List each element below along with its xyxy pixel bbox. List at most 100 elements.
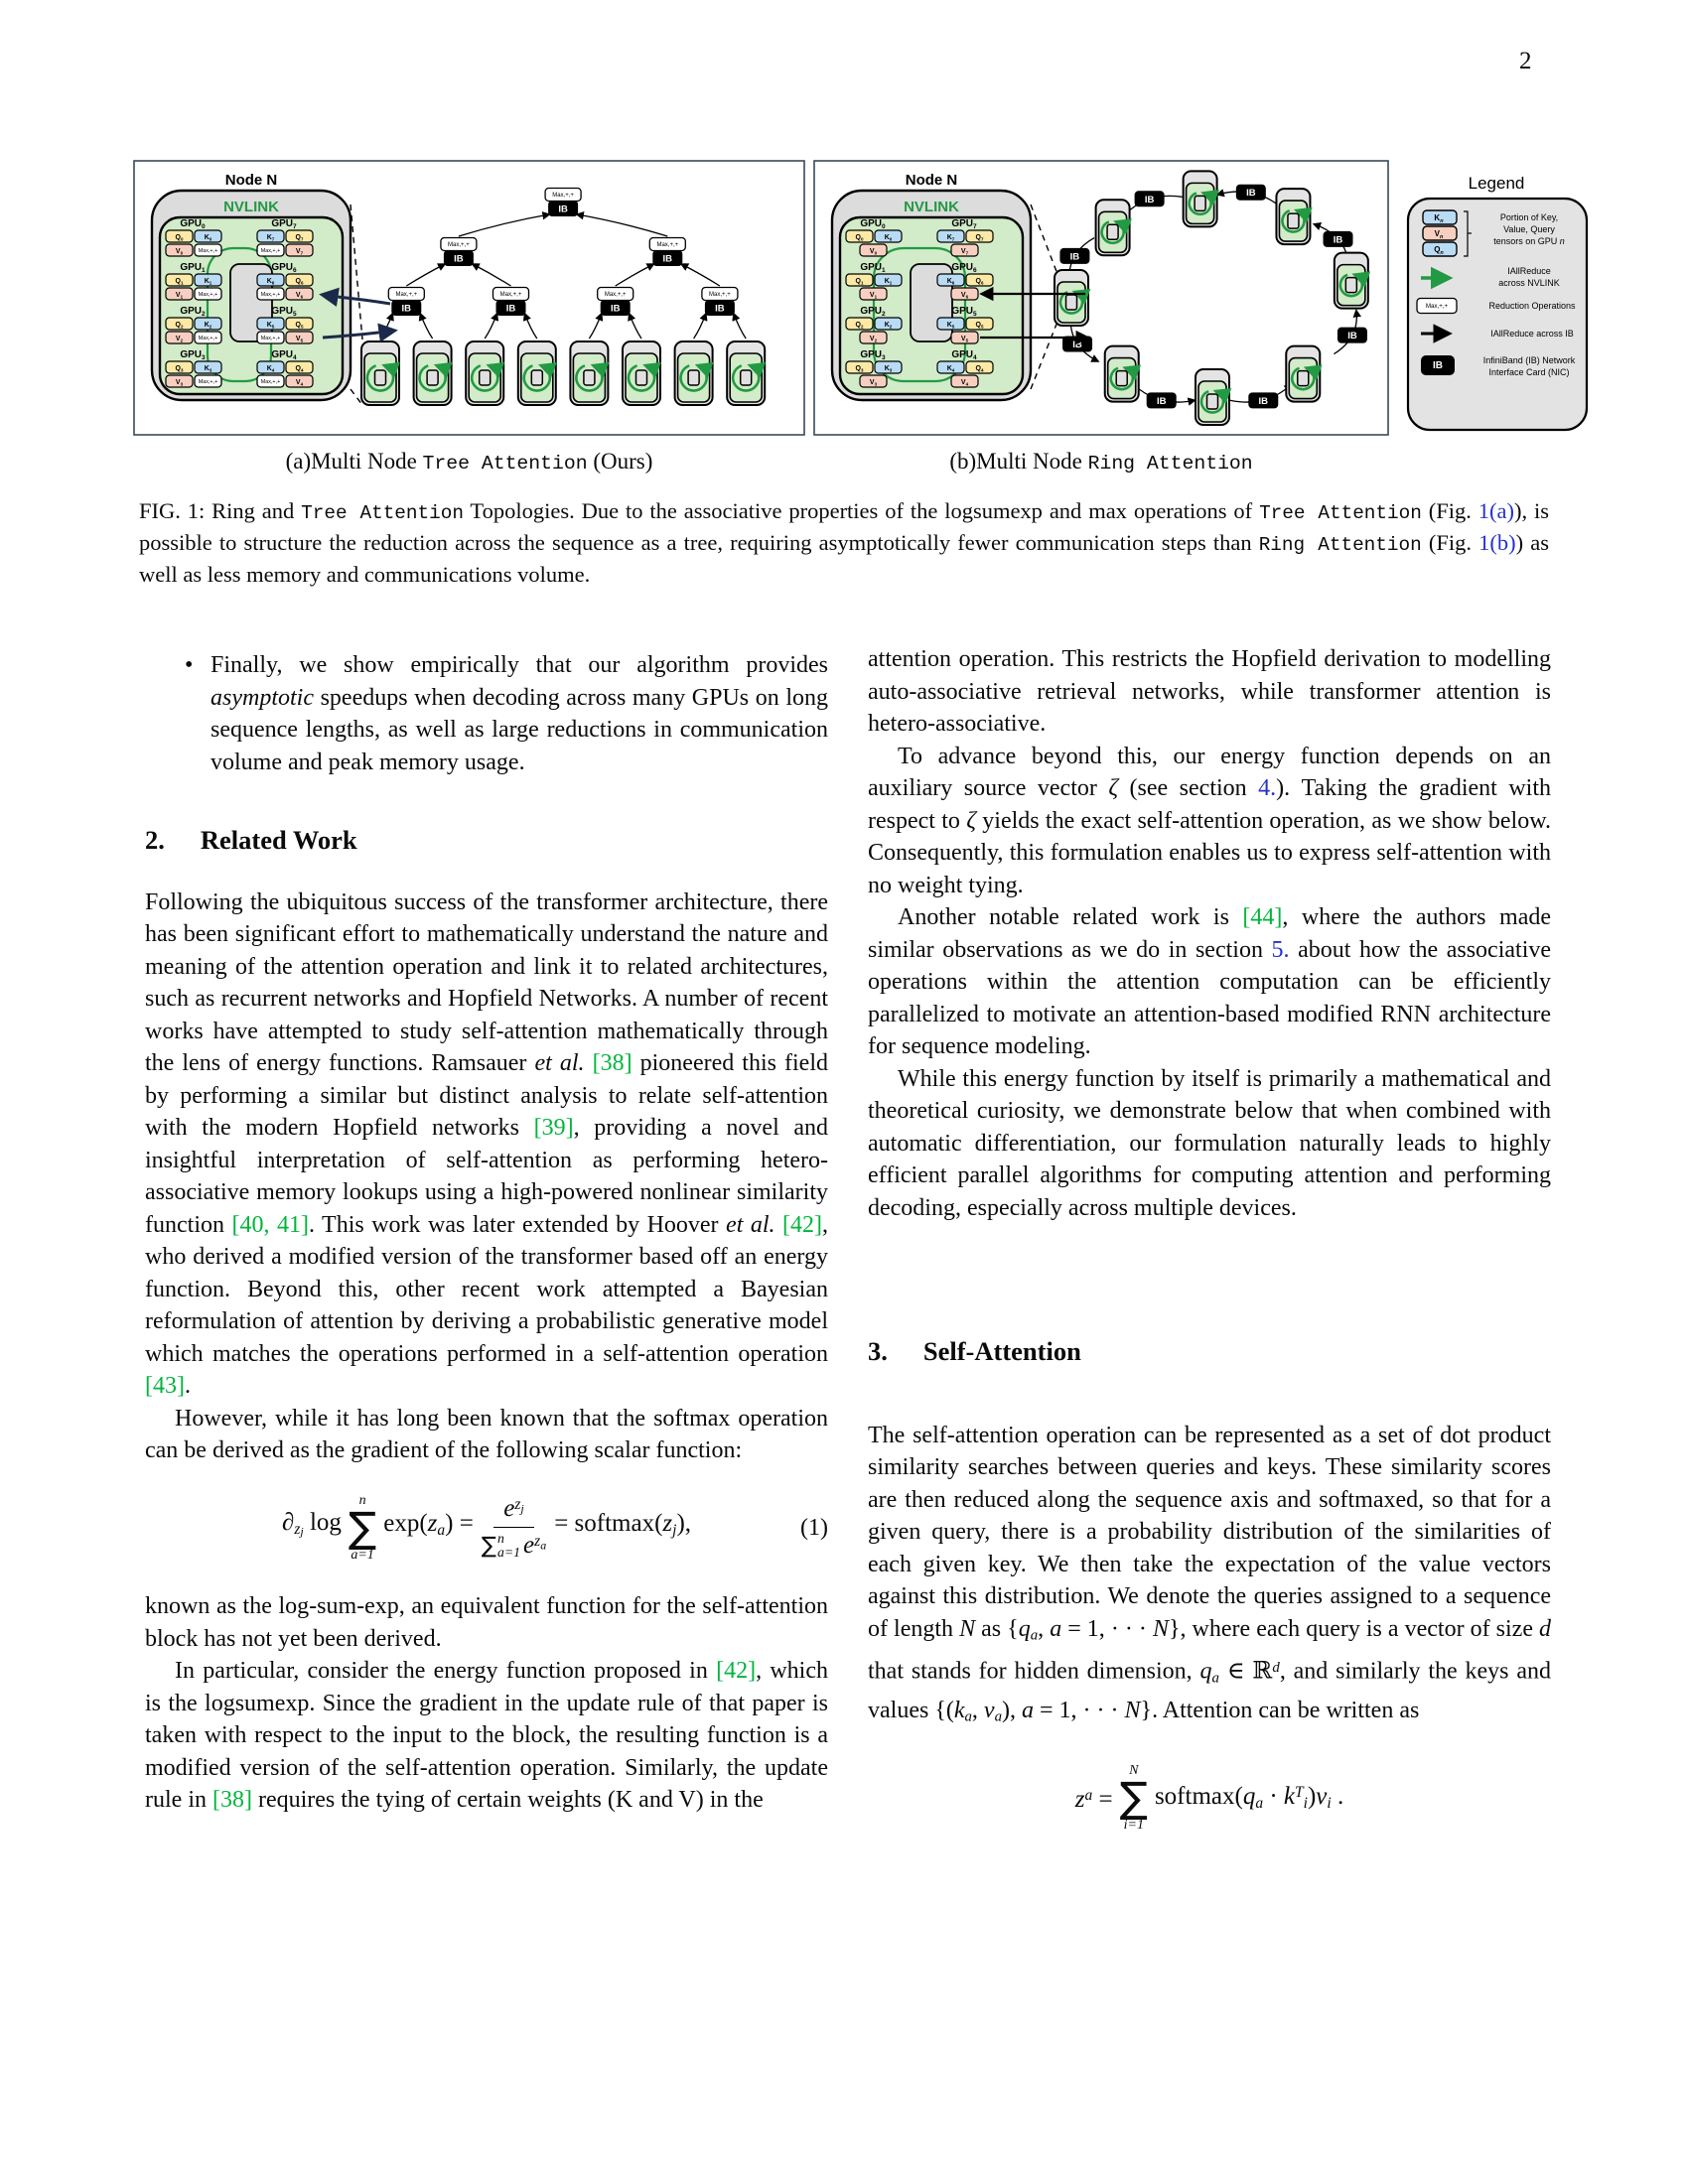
bullet-marker: • [185, 652, 194, 678]
reference-link[interactable]: 1(a) [1477, 498, 1514, 523]
circular-arrow-icon [679, 361, 714, 392]
svg-text:K1: K1 [885, 278, 893, 286]
svg-text:Q4: Q4 [296, 365, 304, 373]
svg-text:Legend: Legend [1469, 174, 1525, 193]
paragraph: The self-attention operation can be repr… [868, 1422, 1552, 1725]
max-reduction-box [256, 374, 285, 388]
ib-allreduce-arrow [319, 287, 391, 307]
circular-arrow-icon [1058, 288, 1091, 315]
gpu-worker-node [1054, 269, 1091, 327]
svg-text:Q3: Q3 [856, 365, 864, 373]
citation-link[interactable]: [38] [211, 1787, 252, 1814]
svg-text:Max,+,+: Max,+,+ [199, 336, 217, 341]
gpu-label: GPU5 [951, 306, 977, 318]
eq2-rhs: softmax(qa · kTi)vi . [1154, 1782, 1344, 1812]
svg-text:Q7: Q7 [976, 234, 984, 242]
svg-text:Max,+,+: Max,+,+ [199, 379, 217, 385]
svg-text:V4: V4 [961, 379, 969, 387]
gpu-label: GPU0 [860, 218, 886, 230]
ib-nic-box [548, 201, 579, 216]
ib-nic-box [600, 300, 631, 316]
right-column: attention operation. This restricts the … [868, 643, 1551, 1861]
svg-text:Q5: Q5 [296, 322, 304, 330]
svg-text:Q1: Q1 [856, 278, 864, 286]
svg-text:Q6: Q6 [296, 278, 304, 286]
svg-text:NVLINK: NVLINK [223, 199, 279, 215]
svg-text:IAllReduce across IB: IAllReduce across IB [1490, 329, 1574, 339]
svg-text:NVLINK: NVLINK [904, 199, 959, 215]
svg-text:Max,+,+: Max,+,+ [605, 292, 627, 298]
svg-text:IB: IB [402, 304, 412, 315]
gpu-label: GPU3 [180, 349, 206, 361]
svg-text:Q6: Q6 [976, 278, 984, 286]
svg-text:IB: IB [663, 254, 673, 265]
citation-link[interactable]: [38] [592, 1050, 633, 1076]
svg-text:Q5: Q5 [976, 322, 984, 330]
gpu-worker-node [516, 341, 557, 406]
sum-operator: N∑i=1 [1119, 1762, 1148, 1834]
circular-arrow-icon [1338, 271, 1371, 298]
gpu-worker-node [1275, 188, 1313, 246]
gpu-label: GPU6 [951, 262, 977, 274]
svg-text:Max,+,+: Max,+,+ [500, 292, 522, 298]
section-title: Self-Attention [922, 1336, 1081, 1366]
eq2-lhs: za = [1074, 1785, 1113, 1813]
svg-text:K6: K6 [267, 278, 275, 286]
gpu-label: GPU1 [860, 262, 886, 274]
svg-text:K1: K1 [205, 278, 212, 286]
svg-text:K4: K4 [947, 365, 955, 373]
gpu-label: GPU6 [271, 262, 297, 274]
svg-text:V3: V3 [870, 379, 878, 387]
svg-text:Q4: Q4 [976, 365, 984, 373]
paragraph: In particular, consider the energy funct… [145, 1658, 828, 1814]
citation-link[interactable]: [44] [1242, 904, 1283, 930]
circular-arrow-icon [575, 361, 610, 392]
svg-text:K3: K3 [205, 365, 212, 373]
svg-text:K7: K7 [267, 234, 275, 242]
svg-text:IB: IB [1334, 234, 1343, 245]
ib-nic-box [1336, 327, 1367, 343]
svg-text:Value, Query: Value, Query [1503, 224, 1555, 234]
ib-nic-box [1323, 230, 1353, 247]
paragraph: While this energy function by itself is … [868, 1065, 1551, 1221]
citation-link[interactable]: [39] [533, 1115, 574, 1141]
gpu-label: GPU4 [271, 349, 297, 361]
reference-link[interactable]: 5. [1271, 936, 1290, 963]
page-number: 2 [1519, 48, 1532, 74]
sum-operator: n∑a=1 [348, 1492, 377, 1563]
gpu-label: GPU5 [271, 306, 297, 318]
svg-text:IB: IB [1145, 195, 1155, 205]
svg-text:V0: V0 [870, 248, 878, 256]
svg-text:V6: V6 [961, 292, 969, 300]
section-heading-self-attention: 3. Self-Attention [868, 1335, 1551, 1368]
svg-text:IB: IB [558, 205, 568, 215]
bullet-item: • Finally, we show empirically that our … [145, 649, 828, 778]
ib-nic-box [1235, 184, 1266, 201]
citation-link[interactable]: [40, 41] [231, 1211, 309, 1238]
svg-text:IB: IB [1246, 188, 1256, 199]
reference-link[interactable]: 4. [1258, 775, 1277, 801]
section-number: 3. [868, 1336, 888, 1366]
svg-text:K5: K5 [267, 322, 275, 330]
max-reduction-box [194, 331, 222, 344]
svg-text:K2: K2 [205, 322, 212, 330]
svg-text:K2: K2 [885, 322, 893, 330]
svg-text:Max,+,+: Max,+,+ [709, 292, 731, 298]
svg-text:IB: IB [1433, 360, 1443, 371]
svg-text:Q0: Q0 [176, 234, 184, 242]
svg-text:Max,+,+: Max,+,+ [199, 292, 217, 298]
citation-link[interactable]: [43] [145, 1373, 185, 1399]
svg-text:V2: V2 [870, 336, 878, 343]
reference-link[interactable]: 1(b) [1478, 530, 1516, 555]
section-heading-related-work: 2. Related Work [145, 824, 828, 857]
svg-text:K4: K4 [267, 365, 275, 373]
circular-arrow-icon [365, 361, 400, 392]
gpu-worker-node [622, 341, 661, 406]
citation-link[interactable]: [42] [782, 1211, 823, 1238]
citation-link[interactable]: [42] [716, 1658, 757, 1685]
gpu-worker-node [1195, 368, 1232, 426]
